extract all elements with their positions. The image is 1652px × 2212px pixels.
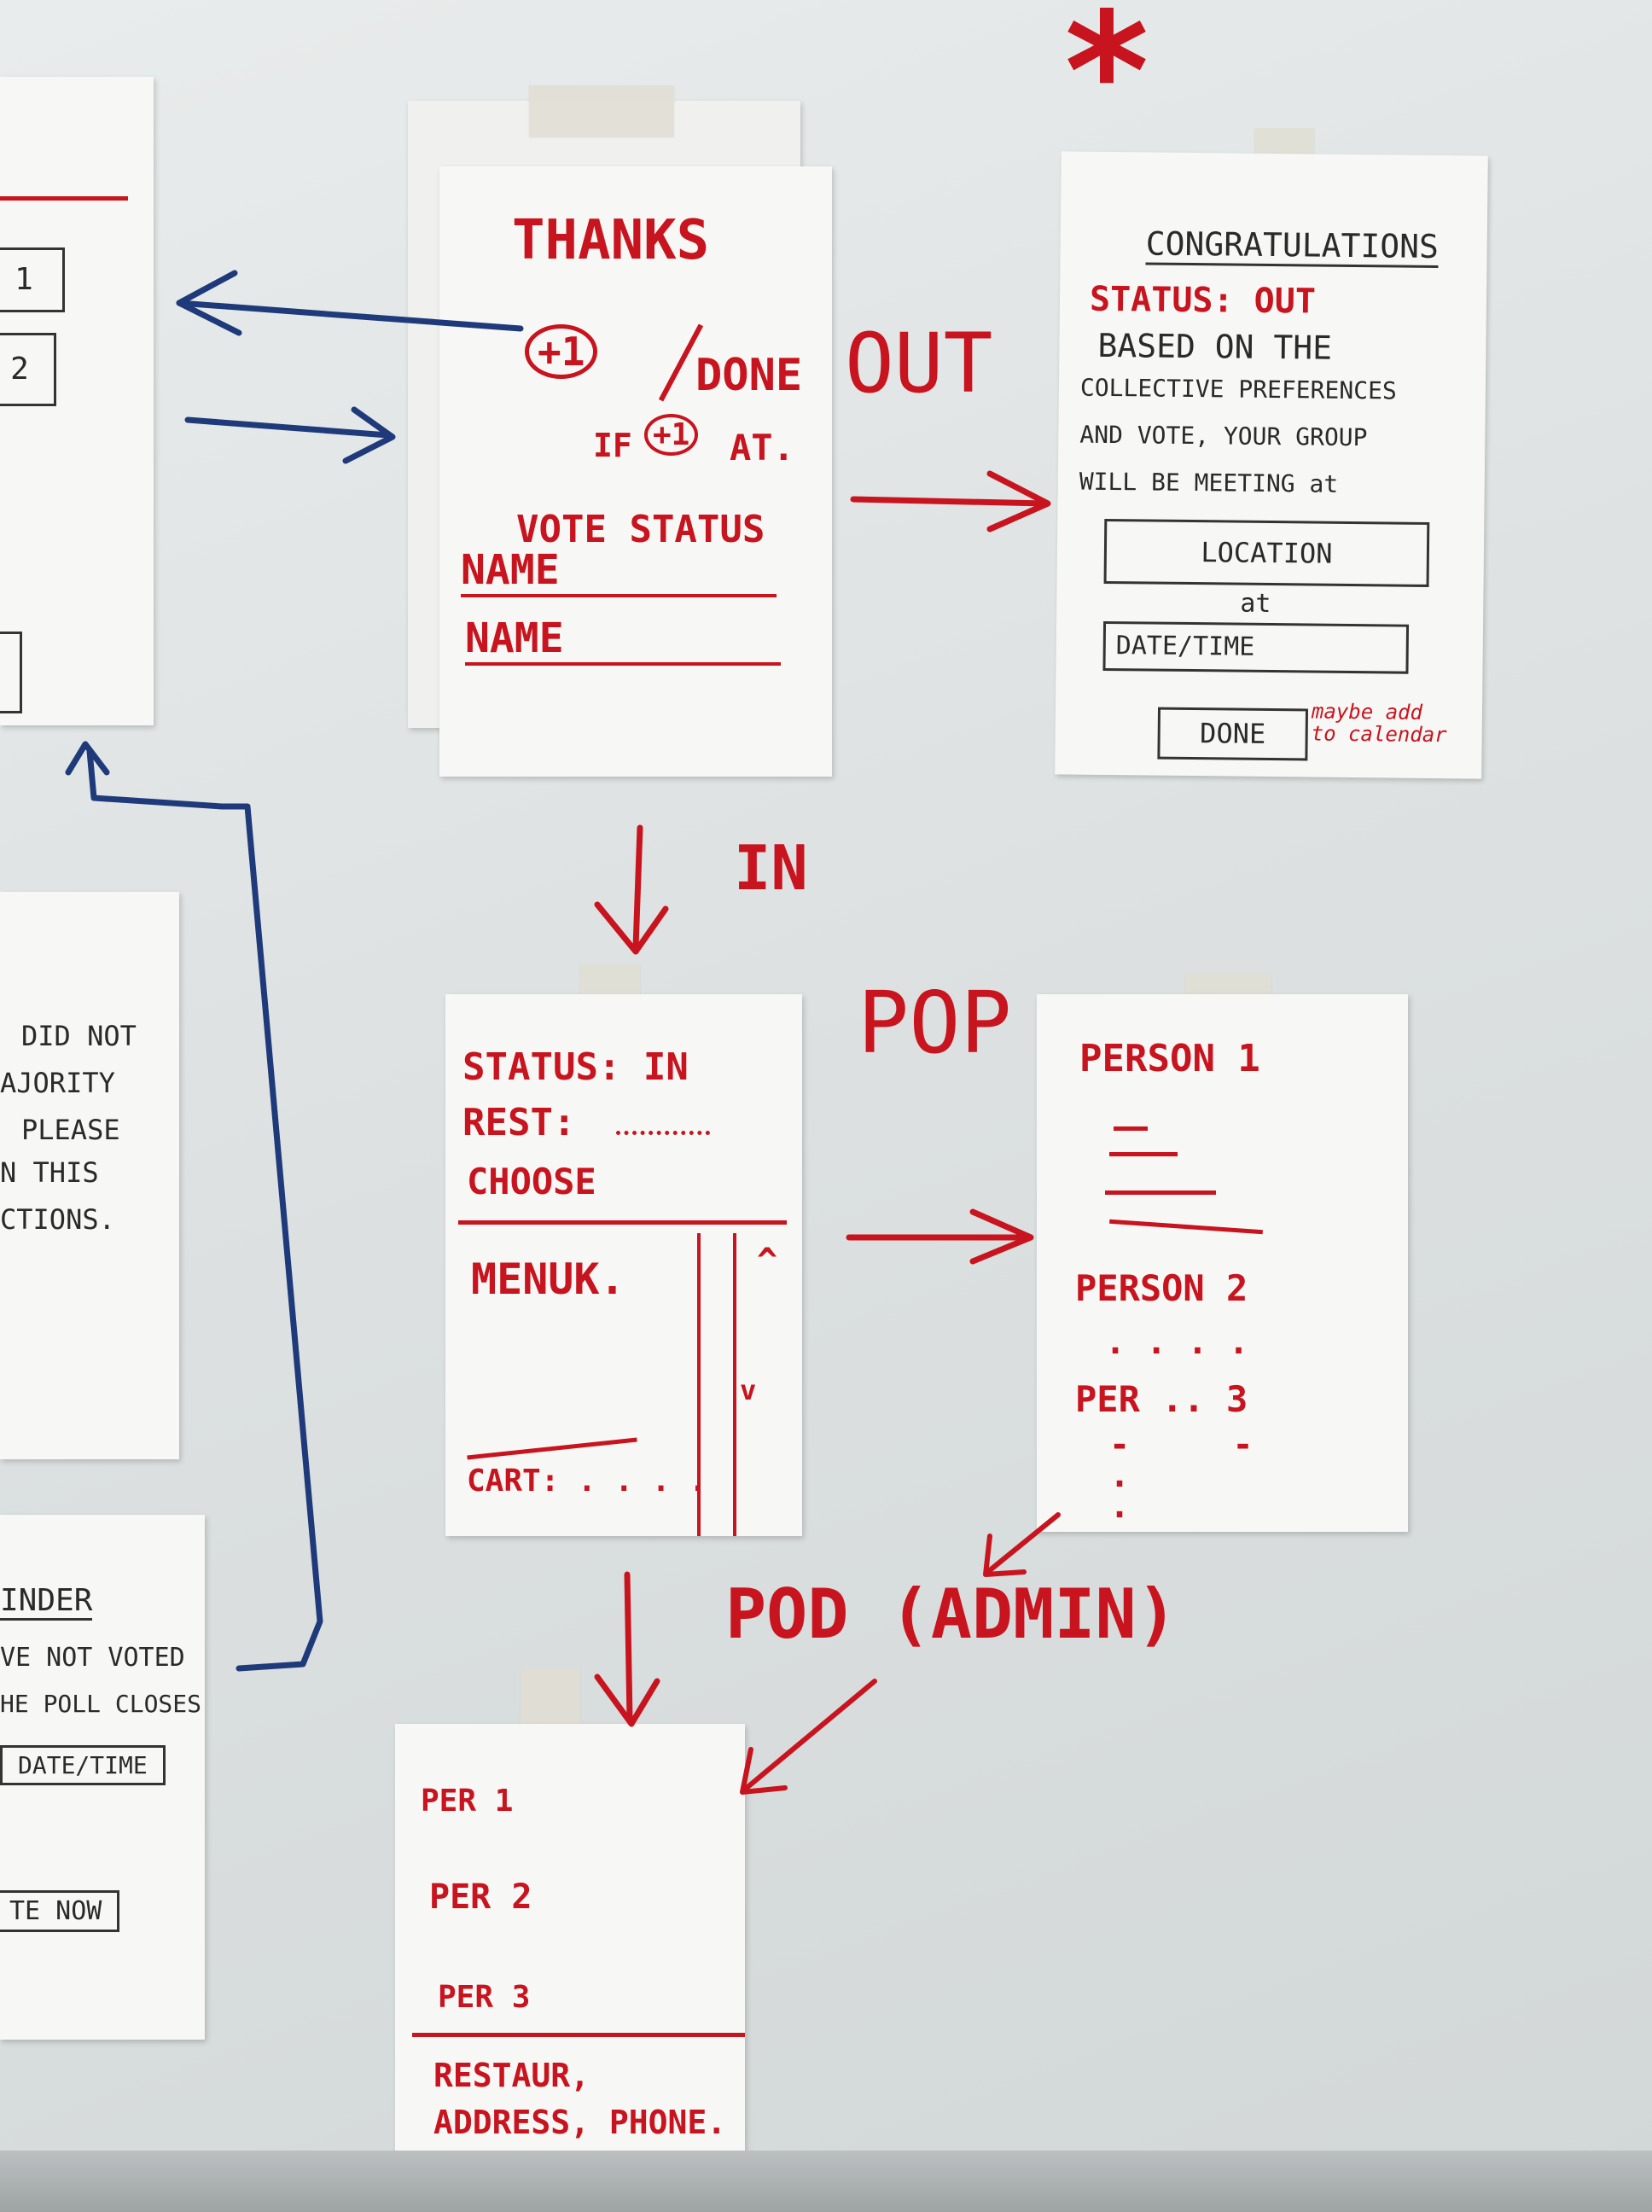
location-field: LOCATION [1103,518,1430,587]
congrats-line-1: BASED ON THE [1097,326,1333,367]
menu-scrollbar [697,1233,736,1536]
calendar-note: maybe add to calendar [1311,699,1447,748]
person-3-label: PER .. 3 [1075,1378,1248,1420]
tape [529,85,674,137]
at-word: at [1240,588,1271,620]
person-1-line-b [1109,1152,1178,1156]
per-divider [412,2033,745,2037]
mid-line-2: AJORITY [0,1067,115,1099]
reminder-line-2: HE POLL CLOSES [0,1690,202,1718]
person-card: PERSON 1 PERSON 2 . . . . PER .. 3 - - .… [1037,994,1408,1532]
person-2-dots: . . . . [1105,1323,1249,1362]
out-label: OUT [845,316,993,411]
plus-one-circle: +1 [525,324,598,379]
name-row-1: NAME [461,546,777,597]
red-arrow-out [850,470,1051,533]
restaurant-info: RESTAUR, [433,2057,590,2094]
reminder-title: INDER [0,1583,93,1621]
thanks-title: THANKS [512,209,710,272]
mid-line-1: DID NOT [21,1020,137,1052]
mid-line-3: PLEASE [21,1114,120,1146]
congrats-line-3: AND VOTE, YOUR GROUP [1079,420,1368,452]
status-in: STATUS: IN [462,1045,689,1089]
cart-divider [467,1437,637,1460]
red-divider [0,196,128,201]
person-1-line-d [1109,1219,1263,1235]
person-3-dots: - - . . [1109,1425,1254,1526]
reminder-datetime-box: DATE/TIME [0,1745,166,1785]
menu-divider [458,1220,787,1225]
plus-one-button: +1 [525,324,598,379]
if-label: IF [593,427,632,464]
asterisk-mark: * [1058,0,1156,166]
blue-arrow-right [184,406,396,464]
option-1-label: 1 [15,262,33,297]
left-card-bottom: INDER VE NOT VOTED HE POLL CLOSES DATE/T… [0,1515,205,2040]
location-label: LOCATION [1201,536,1333,570]
red-arrow-pop [846,1208,1034,1265]
plus-one-small-circle: +1 [644,414,699,456]
vote-now-button: TE NOW [0,1890,120,1932]
in-label: IN [734,832,808,904]
option-box-2: 2 [0,333,56,406]
red-arrow-down [594,1571,660,1727]
option-2-label: 2 [10,352,29,387]
per-card: PER 1 PER 2 PER 3 RESTAUR, ADDRESS, PHON… [395,1724,745,2212]
person-1-label: PERSON 1 [1079,1037,1260,1080]
person-1-line-a [1114,1126,1148,1131]
congrats-line-2: COLLECTIVE PREFERENCES [1079,373,1397,405]
person-2-label: PERSON 2 [1075,1267,1248,1309]
congrats-status: STATUS: OUT [1089,279,1317,322]
congrats-card: CONGRATULATIONS STATUS: OUT BASED ON THE… [1055,151,1488,779]
person-1-line-c [1105,1190,1216,1195]
done-button-label: DONE [1199,717,1266,750]
left-card-top: 1 2 [0,77,154,725]
done-label: DONE [695,350,803,401]
per-1-label: PER 1 [421,1784,514,1819]
cart-label: CART: . . . . [467,1464,707,1499]
left-card-mid: DID NOT AJORITY PLEASE N THIS CTIONS. [0,892,179,1459]
bottom-box [0,632,22,713]
pod-admin-label: POD (ADMIN) [725,1575,1178,1654]
restaurant-squiggle [616,1122,710,1135]
address-phone: ADDRESS, PHONE. [433,2104,727,2141]
mid-line-5: CTIONS. [0,1203,115,1236]
per-2-label: PER 2 [429,1877,532,1917]
thanks-card: THANKS +1 DONE IF +1 AT. VOTE STATUS NAM… [439,166,832,777]
reminder-line-1: VE NOT VOTED [0,1643,185,1673]
per-3-label: PER 3 [438,1980,531,2015]
congrats-title: CONGRATULATIONS [1145,224,1440,269]
option-box-1: 1 [0,247,65,312]
vote-status-label: VOTE STATUS [516,508,765,551]
name-row-2: NAME [465,614,781,666]
at-label: AT. [730,427,794,469]
congrats-line-4: WILL BE MEETING at [1079,467,1339,498]
status-card: STATUS: IN REST: CHOOSE MENUK. ^ v CART:… [445,994,802,1536]
pop-label: POP [858,973,1012,1073]
restaurant-label: REST: [462,1101,576,1144]
scroll-down-icon: v [740,1374,757,1406]
mid-line-4: N THIS [0,1156,99,1189]
choose-label: CHOOSE [467,1161,596,1202]
done-button: DONE [1157,707,1309,761]
plus-one-small: +1 [644,414,699,456]
board-rail [0,2151,1652,2212]
scroll-up-icon: ^ [757,1242,778,1281]
datetime-label: DATE/TIME [1115,631,1255,662]
red-arrow-in [594,824,669,955]
red-arrow-admin [740,1679,877,1795]
datetime-field: DATE/TIME [1102,620,1410,674]
menu-label: MENUK. [471,1254,625,1304]
